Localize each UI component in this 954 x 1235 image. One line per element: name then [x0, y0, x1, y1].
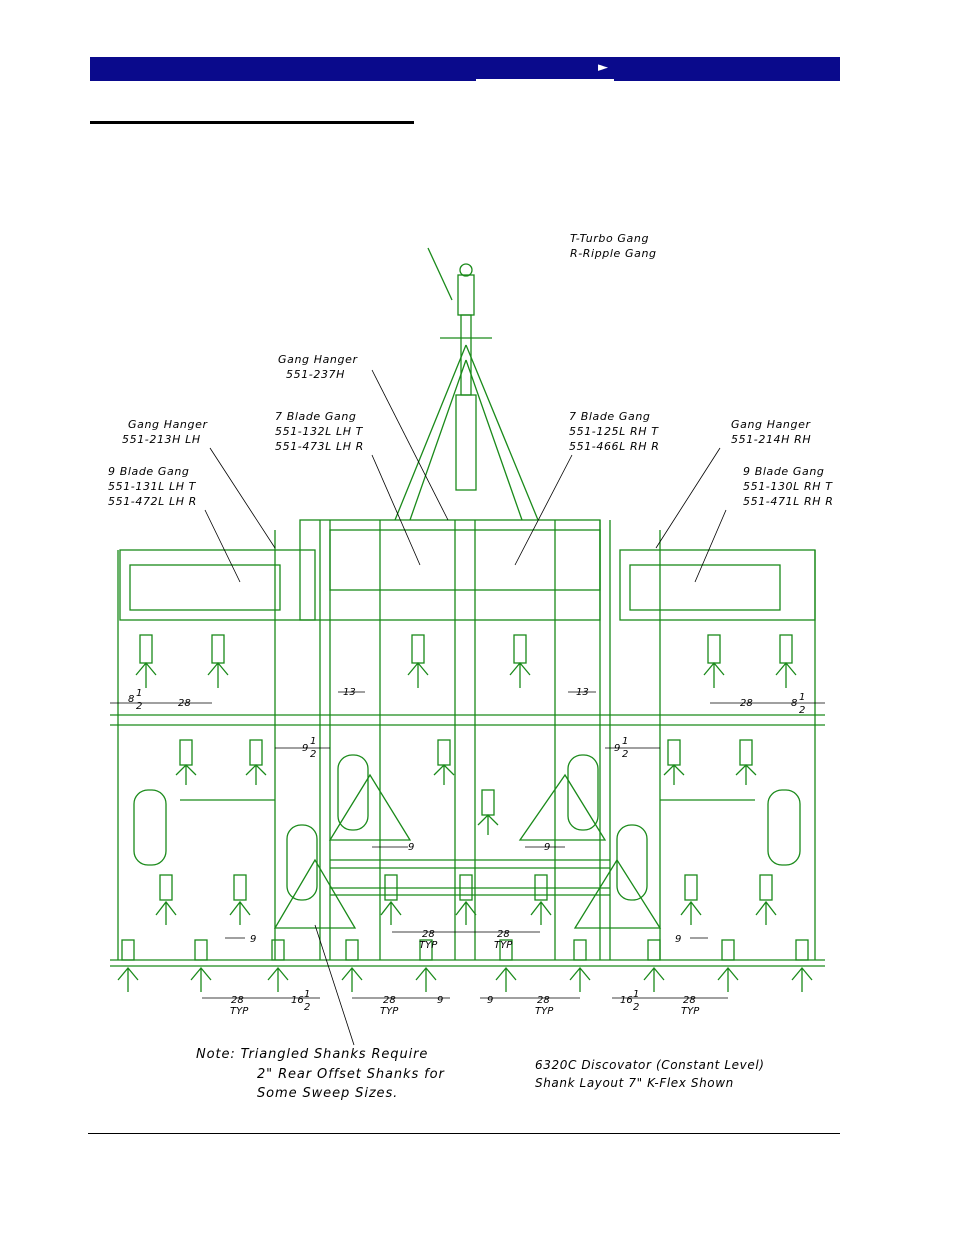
- legend-ripple: R-Ripple Gang: [570, 247, 657, 260]
- dim-28-center-left: 28: [422, 929, 435, 940]
- blade7-rh-line2: 551-466L RH R: [569, 440, 659, 453]
- dim-28-bottom-3: 28: [537, 995, 550, 1006]
- gang-hanger-center-title: Gang Hanger: [278, 353, 358, 366]
- blade7-rh-line1: 551-125L RH T: [569, 425, 659, 438]
- dimension-lines: [110, 691, 825, 999]
- dim-8-left-num: 1: [136, 688, 142, 699]
- dim-9-right: 9: [675, 934, 681, 945]
- section-title-rule: [90, 121, 414, 124]
- dim-8-right-num: 1: [799, 692, 805, 703]
- dim-8-left: 8: [128, 694, 134, 705]
- dim-typ-center-right: TYP: [494, 940, 513, 951]
- dim-9-left: 9: [250, 934, 256, 945]
- dim-9half-left-num: 1: [310, 736, 316, 747]
- callout-labels: T-Turbo Gang R-Ripple Gang Gang Hanger 5…: [108, 232, 833, 508]
- dim-28-bottom-4: 28: [683, 995, 696, 1006]
- dim-13-right: 13: [576, 687, 589, 698]
- blade7-lh-title: 7 Blade Gang: [275, 410, 357, 423]
- implement-drawing: [110, 247, 825, 992]
- dim-8-right-den: 2: [799, 705, 805, 716]
- notes: Note: Triangled Shanks Require 2" Rear O…: [196, 1047, 765, 1101]
- blade9-rh-title: 9 Blade Gang: [743, 465, 825, 478]
- dim-16-right-num: 1: [633, 989, 639, 1000]
- dim-28-bottom-2: 28: [383, 995, 396, 1006]
- dim-16-left: 16: [291, 995, 304, 1006]
- blade9-lh-line1: 551-131L LH T: [108, 480, 197, 493]
- dim-typ-bottom-2: TYP: [380, 1006, 399, 1017]
- note-line-2: 2" Rear Offset Shanks for: [257, 1067, 446, 1082]
- dim-28-left: 28: [178, 698, 191, 709]
- blade9-rh-line1: 551-130L RH T: [743, 480, 833, 493]
- dim-8-left-den: 2: [136, 701, 142, 712]
- dim-9-tri-left: 9: [408, 842, 414, 853]
- gang-hanger-lh-part: 551-213H LH: [122, 433, 201, 446]
- dim-16-right-den: 2: [633, 1002, 639, 1013]
- dim-28-right: 28: [740, 698, 753, 709]
- dim-9-bottom-right: 9: [487, 995, 493, 1006]
- dim-16-right: 16: [620, 995, 633, 1006]
- note-line-3: Some Sweep Sizes.: [257, 1086, 398, 1101]
- gang-hanger-center-part: 551-237H: [286, 368, 345, 381]
- blade7-rh-title: 7 Blade Gang: [569, 410, 651, 423]
- dim-16-left-den: 2: [304, 1002, 310, 1013]
- dim-typ-bottom-3: TYP: [535, 1006, 554, 1017]
- header-bar: ►: [90, 57, 840, 81]
- gang-hanger-lh-title: Gang Hanger: [128, 418, 208, 431]
- dim-9half-left-den: 2: [310, 749, 316, 760]
- dim-28-bottom-1: 28: [231, 995, 244, 1006]
- legend-turbo: T-Turbo Gang: [570, 232, 649, 245]
- dim-typ-center-left: TYP: [419, 940, 438, 951]
- caption-line-2: Shank Layout 7" K-Flex Shown: [535, 1076, 734, 1090]
- dim-9-tri-right: 9: [544, 842, 550, 853]
- dim-9half-right: 9: [614, 743, 620, 754]
- dim-typ-bottom-4: TYP: [681, 1006, 700, 1017]
- next-page-link[interactable]: ►: [476, 57, 614, 81]
- blade7-lh-line2: 551-473L LH R: [275, 440, 364, 453]
- blade9-rh-line2: 551-471L RH R: [743, 495, 833, 508]
- dim-typ-bottom-1: TYP: [230, 1006, 249, 1017]
- dim-28-center-right: 28: [497, 929, 510, 940]
- dim-8-right: 8: [791, 698, 797, 709]
- dim-13-left: 13: [343, 687, 356, 698]
- gang-hanger-rh-title: Gang Hanger: [731, 418, 811, 431]
- dim-9-bottom-left: 9: [437, 995, 443, 1006]
- blade9-lh-line2: 551-472L LH R: [108, 495, 197, 508]
- leader-lines: [204, 369, 727, 1046]
- gang-hanger-rh-part: 551-214H RH: [731, 433, 811, 446]
- blade7-lh-line1: 551-132L LH T: [275, 425, 364, 438]
- dim-9half-right-num: 1: [622, 736, 628, 747]
- caption-line-1: 6320C Discovator (Constant Level): [535, 1058, 765, 1072]
- blade9-lh-title: 9 Blade Gang: [108, 465, 190, 478]
- dim-9half-right-den: 2: [622, 749, 628, 760]
- footer-rule: [88, 1133, 840, 1134]
- dimension-labels: 8 1 2 28 28 8 1 2 13 13 9 1 2 9 1 2 9 9 …: [128, 687, 805, 1017]
- dim-9half-left: 9: [302, 743, 308, 754]
- note-line-1: Note: Triangled Shanks Require: [196, 1047, 428, 1062]
- dim-16-left-num: 1: [304, 989, 310, 1000]
